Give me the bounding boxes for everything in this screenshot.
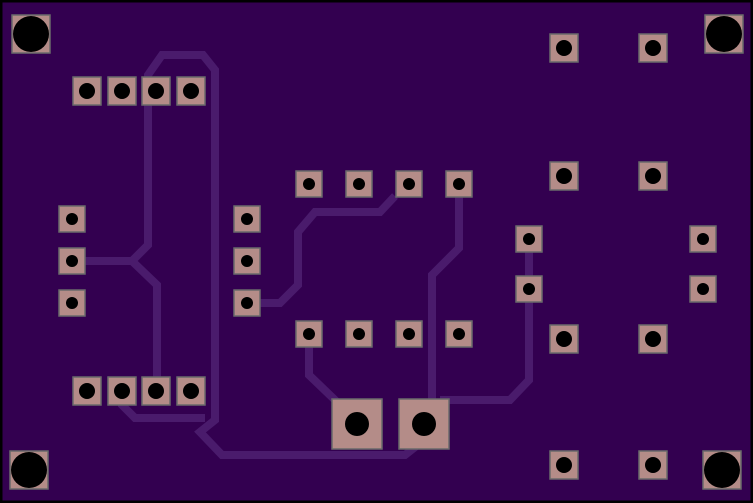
drill-hole [556,331,572,347]
switch-pad [638,161,668,191]
drill-hole [523,283,535,295]
copper-pad [395,320,423,348]
drill-hole [66,297,78,309]
drill-hole [403,328,415,340]
header-pad [72,376,102,406]
pin-pad [233,247,261,275]
ic-pad [295,320,323,348]
drill-hole [706,16,742,52]
header-pad [176,376,206,406]
drill-hole [148,83,164,99]
copper-pad [345,320,373,348]
drill-hole [241,213,253,225]
component-pad [689,225,717,253]
switch-pad [549,450,579,480]
drill-hole [353,178,365,190]
drill-hole [412,412,436,436]
copper-trace [247,193,398,307]
drill-hole [183,383,199,399]
mounting-hole [9,450,49,490]
power-terminal-pad [398,398,450,450]
pin-pad [233,289,261,317]
drill-hole [453,178,465,190]
header-pad [107,376,137,406]
drill-hole [303,328,315,340]
switch-pad [638,450,668,480]
header-pad [141,76,171,106]
drill-hole [697,233,709,245]
drill-hole [303,178,315,190]
pads [9,14,744,490]
mounting-hole [702,450,742,490]
drill-hole [403,178,415,190]
power-terminal-pad [331,398,383,450]
drill-hole [183,83,199,99]
drill-hole [556,168,572,184]
drill-hole [645,168,661,184]
ic-pad [445,320,473,348]
drill-hole [345,412,369,436]
drill-hole [645,331,661,347]
component-pad [515,225,543,253]
drill-hole [79,83,95,99]
drill-hole [66,213,78,225]
switch-pad [549,324,579,354]
copper-pad [638,324,668,354]
switch-pad [549,161,579,191]
copper-pad [445,170,473,198]
copper-trace [129,258,161,391]
copper-trace [428,184,463,424]
drill-hole [353,328,365,340]
drill-hole [645,457,661,473]
copper-trace [440,239,533,404]
drill-hole [556,40,572,56]
switch-pad [638,324,668,354]
ic-pad [345,320,373,348]
switch-pad [638,33,668,63]
drill-hole [241,297,253,309]
ic-pad [445,170,473,198]
ic-pad [345,170,373,198]
mounting-hole [704,14,744,54]
drill-hole [148,383,164,399]
drill-hole [645,40,661,56]
header-pad [72,76,102,106]
ic-pad [395,320,423,348]
copper-pad [107,376,137,406]
drill-hole [697,283,709,295]
header-pad [176,76,206,106]
ic-pad [295,170,323,198]
pin-pad [58,205,86,233]
drill-hole [11,452,47,488]
mounting-hole [11,14,51,54]
drill-hole [114,83,130,99]
component-pad [689,275,717,303]
copper-trace [72,99,152,265]
pin-pad [233,205,261,233]
drill-hole [13,16,49,52]
ic-pad [395,170,423,198]
drill-hole [453,328,465,340]
drill-hole [704,452,740,488]
component-pad [515,275,543,303]
drill-hole [556,457,572,473]
pin-pad [58,247,86,275]
header-pad [141,376,171,406]
drill-hole [114,383,130,399]
header-pad [107,76,137,106]
switch-pad [549,33,579,63]
drill-hole [523,233,535,245]
drill-hole [66,255,78,267]
copper-pad [58,289,86,317]
drill-hole [79,383,95,399]
pin-pad [58,289,86,317]
copper-trace [144,51,427,459]
drill-hole [241,255,253,267]
copper-pad [549,161,579,191]
